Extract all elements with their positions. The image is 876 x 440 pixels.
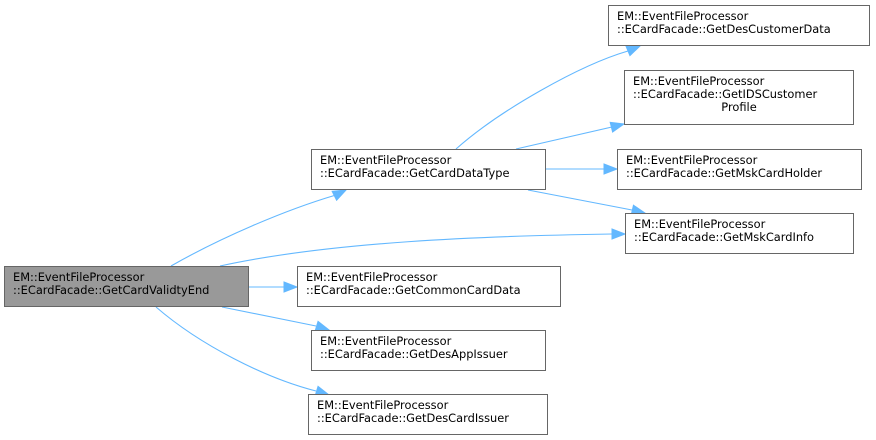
node-label-line-1: EM::EventFileProcessor: [306, 270, 438, 284]
node-label-line-1: EM::EventFileProcessor: [320, 334, 452, 348]
edge-root-to-getCardDataType: [170, 194, 337, 267]
node-get-des-customer-data[interactable]: EM::EventFileProcessor ::ECardFacade::Ge…: [608, 5, 870, 46]
node-label-line-3: Profile: [721, 100, 757, 114]
node-label-line-1: EM::EventFileProcessor: [634, 217, 766, 231]
arrowhead-icon: [331, 189, 348, 202]
node-label-line-2: ::ECardFacade::GetCardValidtyEnd: [13, 283, 210, 297]
node-get-des-app-issuer[interactable]: EM::EventFileProcessor ::ECardFacade::Ge…: [311, 330, 546, 371]
edge-getCardDataType-to-getIDSCustomerProfile: [515, 126, 613, 150]
edge-root-to-getMskCardInfo: [219, 233, 613, 267]
node-label-line-1: EM::EventFileProcessor: [633, 74, 765, 88]
node-label-line-2: ::ECardFacade::GetCardDataType: [320, 166, 510, 180]
node-get-des-card-issuer[interactable]: EM::EventFileProcessor ::ECardFacade::Ge…: [308, 394, 548, 435]
node-label-line-1: EM::EventFileProcessor: [320, 153, 452, 167]
edge-root-to-getDesCardIssuer: [155, 306, 317, 392]
node-get-card-data-type[interactable]: EM::EventFileProcessor ::ECardFacade::Ge…: [311, 149, 546, 190]
node-get-msk-card-info[interactable]: EM::EventFileProcessor ::ECardFacade::Ge…: [625, 213, 854, 254]
node-label-line-2: ::ECardFacade::GetMskCardHolder: [626, 166, 823, 180]
node-label-line-2: ::ECardFacade::GetDesCardIssuer: [317, 411, 509, 425]
node-get-msk-card-holder[interactable]: EM::EventFileProcessor ::ECardFacade::Ge…: [617, 149, 862, 190]
node-label-line-1: EM::EventFileProcessor: [317, 398, 449, 412]
node-label-line-2: ::ECardFacade::GetDesAppIssuer: [320, 347, 508, 361]
node-label-line-2: ::ECardFacade::GetMskCardInfo: [634, 230, 815, 244]
node-label-line-1: EM::EventFileProcessor: [626, 153, 758, 167]
arrowhead-icon: [625, 45, 642, 57]
node-get-card-validty-end[interactable]: EM::EventFileProcessor ::ECardFacade::Ge…: [4, 266, 249, 307]
arrowhead-icon: [611, 228, 627, 240]
edge-root-to-getDesAppIssuer: [221, 306, 317, 327]
edge-getCardDataType-to-getDesCustomerData: [455, 50, 629, 150]
arrowhead-icon: [603, 163, 619, 175]
node-label-line-2: ::ECardFacade::GetDesCustomerData: [617, 22, 831, 36]
node-label-line-2: ::ECardFacade::GetCommonCardData: [306, 283, 521, 297]
edge-getCardDataType-to-getMskCardInfo: [527, 189, 633, 211]
arrowhead-icon: [283, 281, 299, 293]
node-get-ids-customer-profile[interactable]: EM::EventFileProcessor ::ECardFacade::Ge…: [624, 70, 854, 125]
node-label-line-1: EM::EventFileProcessor: [617, 9, 749, 23]
node-get-common-card-data[interactable]: EM::EventFileProcessor ::ECardFacade::Ge…: [297, 266, 561, 307]
node-label-line-1: EM::EventFileProcessor: [13, 270, 145, 284]
node-label-line-2: ::ECardFacade::GetIDSCustomer: [633, 87, 818, 101]
arrowhead-icon: [609, 121, 626, 133]
